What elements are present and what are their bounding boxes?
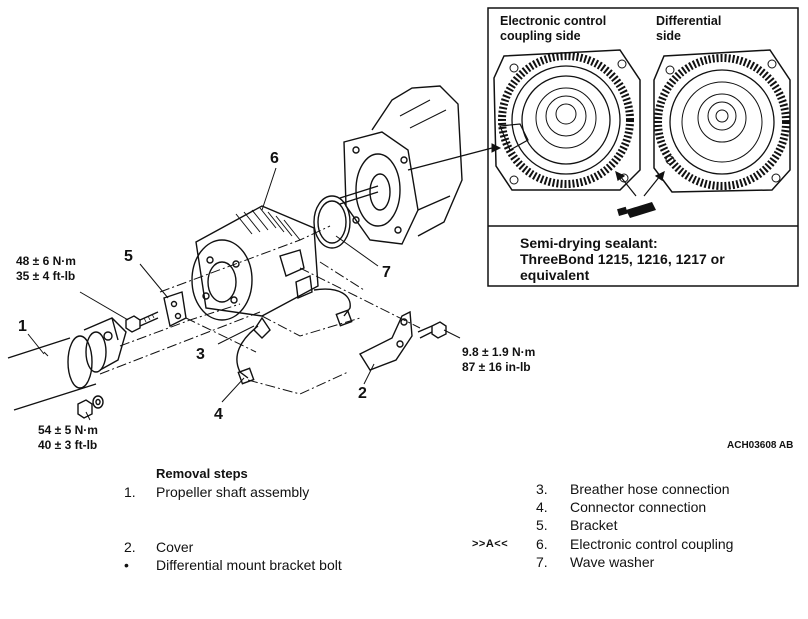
inset-label-coupling-side: Electronic control coupling side xyxy=(500,14,607,43)
inset-label-differential-side: Differential side xyxy=(656,14,722,43)
step-number: 4. xyxy=(536,499,548,515)
figure-code: ACH03608 AB xyxy=(727,440,794,451)
torque-imperial: 87 ± 16 in-lb xyxy=(462,360,531,374)
callout-7: 7 xyxy=(382,264,391,281)
bolt-drawing xyxy=(125,311,159,333)
mount-bracket-drawing xyxy=(358,310,413,371)
leader-lines xyxy=(27,143,502,421)
step-text: Cover xyxy=(156,539,194,555)
step-text: Bracket xyxy=(570,517,618,533)
propeller-shaft-drawing xyxy=(7,317,127,411)
step-number: 7. xyxy=(536,554,548,570)
torque-metric: 54 ± 5 N·m xyxy=(38,423,98,437)
callout-3: 3 xyxy=(196,346,205,363)
step-number: 5. xyxy=(536,517,548,533)
differential-flange-drawing xyxy=(653,49,791,193)
step-number: 1. xyxy=(124,484,136,500)
step-number: 6. xyxy=(536,536,548,552)
callout-6: 6 xyxy=(270,150,279,167)
torque-spec-nut: 54 ± 5 N·m 40 ± 3 ft-lb xyxy=(38,423,98,453)
removal-heading: Removal steps xyxy=(156,466,248,481)
nut-drawing xyxy=(77,395,104,419)
step-text: Differential mount bracket bolt xyxy=(156,557,342,573)
hose-connector-drawing xyxy=(236,288,353,385)
coupling-flange-drawing xyxy=(493,49,641,191)
callout-1: 1 xyxy=(18,318,27,335)
service-point-mark: >>A<< xyxy=(472,538,509,550)
step-number: 2. xyxy=(124,539,136,555)
sealant-arrows xyxy=(615,170,665,197)
callout-5: 5 xyxy=(124,248,133,265)
step-text: Connector connection xyxy=(570,499,707,515)
torque-metric: 9.8 ± 1.9 N·m xyxy=(462,345,536,359)
torque-metric: 48 ± 6 N·m xyxy=(16,254,76,268)
differential-housing-drawing xyxy=(339,85,463,245)
small-bolt-drawing xyxy=(417,321,447,339)
callout-2: 2 xyxy=(358,385,367,402)
torque-imperial: 35 ± 4 ft-lb xyxy=(16,269,76,283)
wave-washer-drawing xyxy=(313,195,351,249)
sealant-inset xyxy=(487,7,799,287)
sealant-tube-icon xyxy=(617,202,656,218)
cover-drawing xyxy=(191,205,319,321)
step-text: Electronic control coupling xyxy=(570,536,734,552)
step-text: Wave washer xyxy=(570,554,655,570)
step-text: Breather hose connection xyxy=(570,481,730,497)
callout-4: 4 xyxy=(214,406,223,423)
torque-imperial: 40 ± 3 ft-lb xyxy=(38,438,98,452)
step-text: Propeller shaft assembly xyxy=(156,484,310,500)
sealant-note: Semi-drying sealant: ThreeBond 1215, 121… xyxy=(520,235,725,283)
step-number: 3. xyxy=(536,481,548,497)
torque-spec-bolt: 48 ± 6 N·m 35 ± 4 ft-lb xyxy=(16,254,76,284)
diagram-artwork xyxy=(7,7,799,421)
torque-spec-bracket-bolt: 9.8 ± 1.9 N·m 87 ± 16 in-lb xyxy=(462,345,535,375)
step-bullet: • xyxy=(124,557,129,573)
assembly-axes xyxy=(99,225,421,395)
